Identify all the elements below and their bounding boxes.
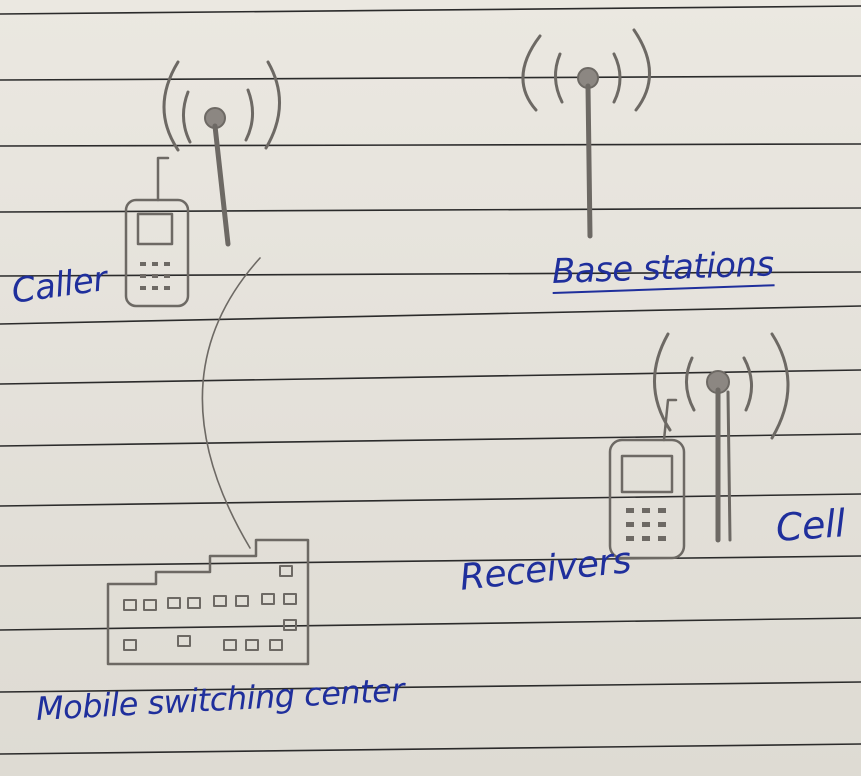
building-icon bbox=[106, 538, 310, 666]
mobile-phone-icon bbox=[124, 156, 190, 308]
ruled-lines bbox=[0, 5, 861, 755]
mobile-phone-icon bbox=[608, 398, 686, 560]
base-stations-label: Base stations bbox=[551, 244, 775, 294]
antenna-icon bbox=[162, 60, 281, 247]
cell-label: Cell bbox=[774, 501, 847, 550]
antenna-icon bbox=[653, 332, 790, 543]
connection-arc bbox=[201, 257, 261, 549]
antenna-icon bbox=[521, 28, 651, 239]
